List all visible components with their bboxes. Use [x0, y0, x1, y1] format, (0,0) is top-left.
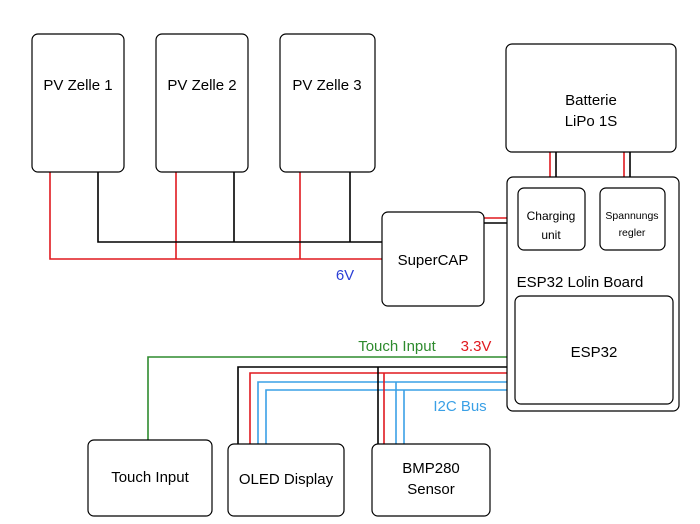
voltage-regulator-label-line1: Spannungs: [605, 210, 658, 222]
pv-cell-2: PV Zelle 2: [155, 33, 249, 173]
battery-label-line1: Batterie: [565, 92, 617, 109]
charging-unit-label-line2: unit: [541, 228, 561, 242]
supercap: SuperCAP: [381, 211, 485, 307]
battery: Batterie LiPo 1S: [505, 43, 677, 153]
voltage-regulator-label-line2: regler: [619, 227, 646, 239]
charging-unit: Charging unit: [517, 187, 586, 251]
esp32-lolin-board-label: ESP32 Lolin Board: [517, 274, 644, 291]
esp32-chip: ESP32: [514, 295, 674, 405]
voltage-6v-label: 6V: [336, 267, 354, 284]
touch-input-wire-label: Touch Input: [358, 338, 436, 355]
supercap-label: SuperCAP: [398, 252, 469, 269]
bmp280-sensor: BMP280 Sensor: [371, 443, 491, 517]
pv-wires: [49, 172, 382, 260]
bmp280-sensor-label-line1: BMP280: [402, 460, 460, 477]
battery-label-line2: LiPo 1S: [565, 113, 618, 130]
bmp280-sensor-label-line2: Sensor: [407, 481, 455, 498]
oled-display-label: OLED Display: [239, 471, 334, 488]
pv-cell-1: PV Zelle 1: [31, 33, 125, 173]
touch-input-module: Touch Input: [87, 439, 213, 517]
pv-cell-3: PV Zelle 3: [279, 33, 376, 173]
pv-cell-1-label: PV Zelle 1: [43, 77, 112, 94]
oled-wires: [237, 366, 515, 444]
i2c-bus-label: I2C Bus: [433, 398, 486, 415]
pv-cell-2-label: PV Zelle 2: [167, 77, 236, 94]
touch-wire: [147, 356, 515, 440]
bmp-wires: [377, 367, 405, 444]
oled-display: OLED Display: [227, 443, 345, 517]
voltage-regulator: Spannungs regler: [599, 187, 666, 251]
voltage-3v3-label: 3.3V: [461, 338, 492, 355]
charging-unit-label-line1: Charging: [527, 209, 576, 223]
pv-cell-3-label: PV Zelle 3: [292, 77, 361, 94]
esp32-chip-label: ESP32: [571, 344, 618, 361]
touch-input-module-label: Touch Input: [111, 469, 189, 486]
